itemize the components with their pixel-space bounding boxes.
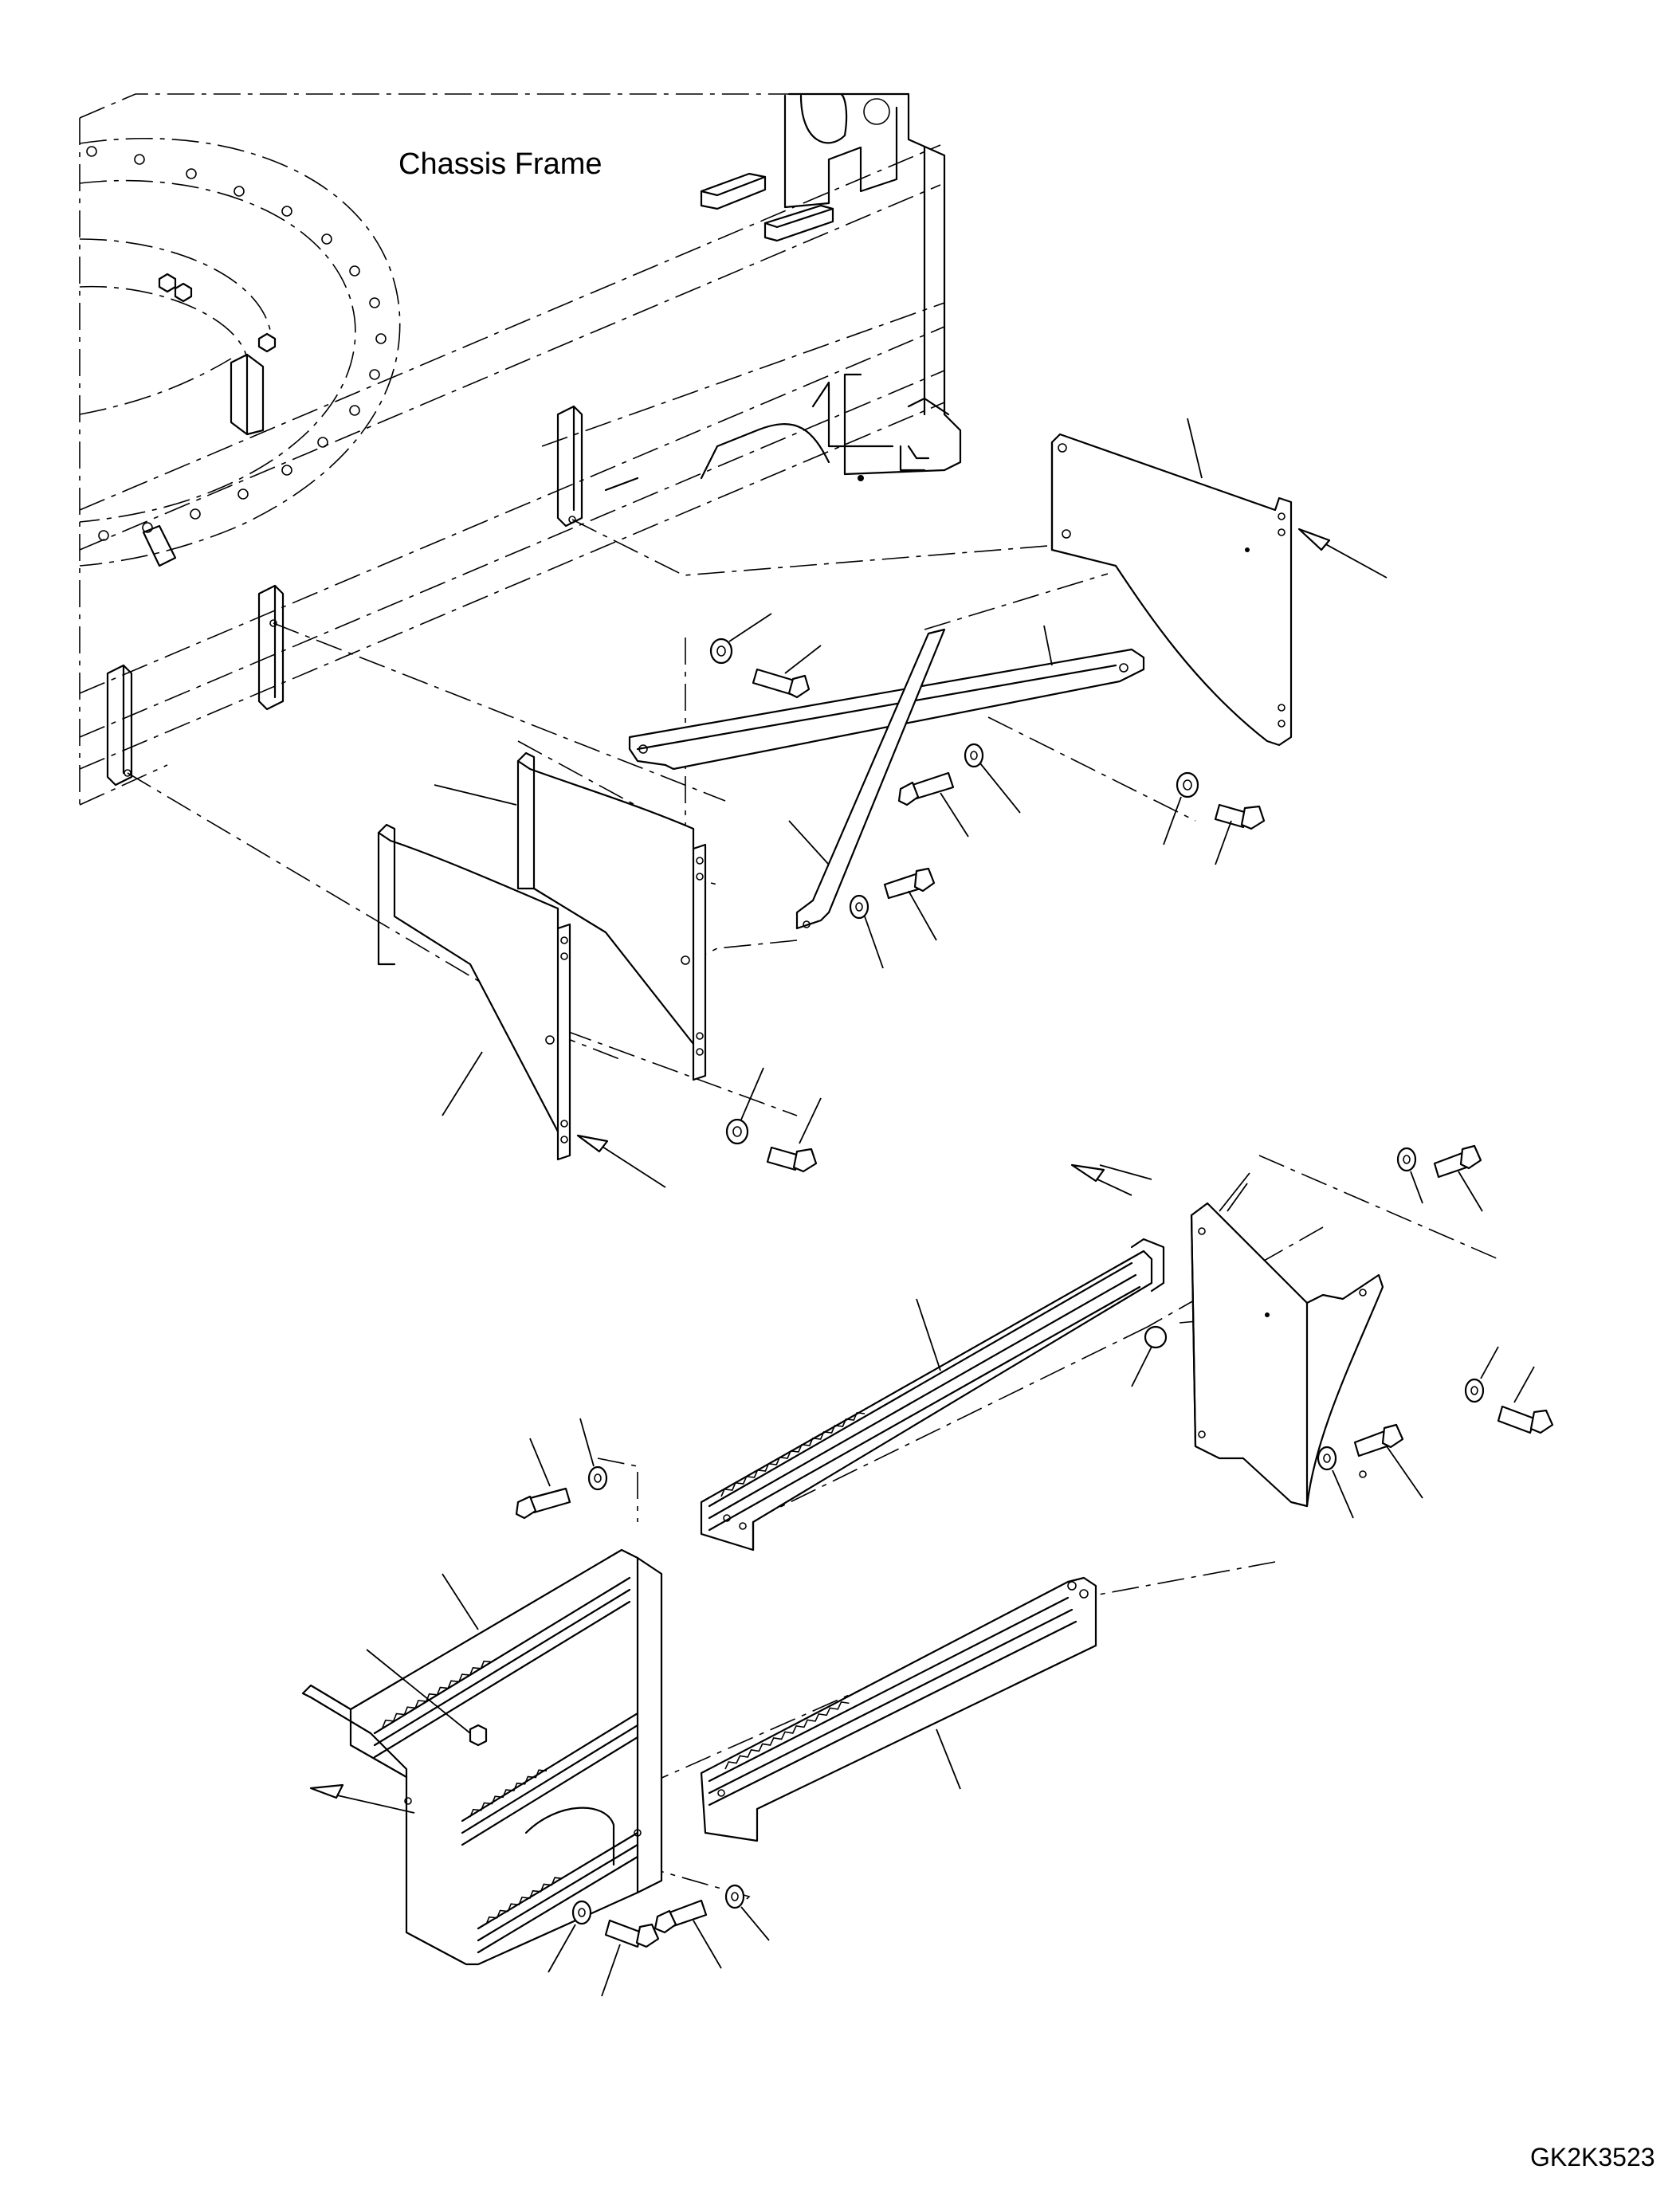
lower-step-tread bbox=[700, 1576, 1097, 1842]
cross-brace-rod bbox=[788, 628, 946, 930]
left-mounting-plate bbox=[377, 823, 666, 1188]
left-plate-fasteners bbox=[725, 1067, 822, 1173]
drawing-code: GK2K3523 bbox=[1530, 2143, 1655, 2171]
middle-mounting-plate bbox=[434, 751, 707, 1081]
upper-step-tread bbox=[700, 1238, 1165, 1552]
step-assembly-fasteners bbox=[515, 1418, 770, 1997]
step-ladder-assembly bbox=[301, 1548, 663, 1966]
ring-bolt-holes bbox=[86, 146, 387, 541]
lower-right-fasteners bbox=[1131, 1144, 1554, 1519]
chassis-frame-label: Chassis Frame bbox=[398, 147, 603, 181]
upper-right-bracket-plate bbox=[1050, 418, 1388, 747]
upper-fasteners bbox=[709, 613, 1266, 969]
chassis-frame: Chassis Frame bbox=[79, 92, 962, 806]
lower-right-step-plate bbox=[1070, 1163, 1384, 1508]
